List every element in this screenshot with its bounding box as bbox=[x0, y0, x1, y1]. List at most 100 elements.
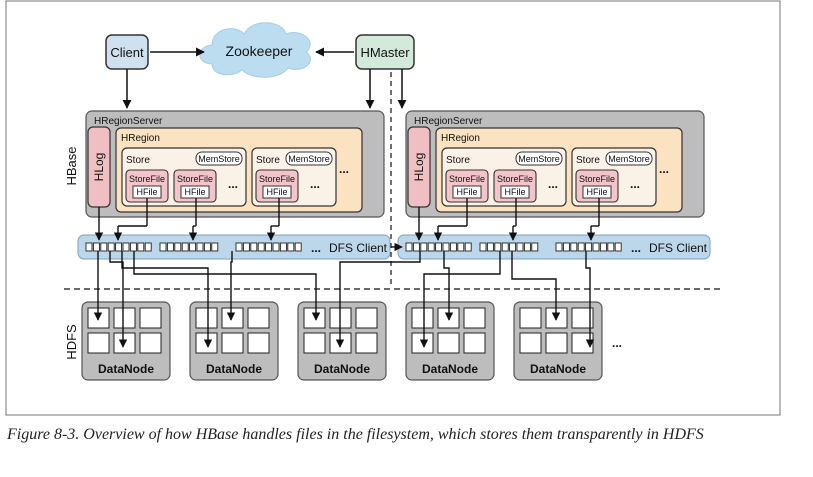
memstore-label: MemStore bbox=[608, 154, 650, 164]
datanode-label: DataNode bbox=[314, 362, 370, 376]
dfs-clients: ...DFS Client...DFS Client bbox=[77, 198, 711, 260]
memstore-pill bbox=[285, 151, 333, 166]
datanode-4: DataNode bbox=[405, 301, 495, 381]
dfs-block bbox=[85, 242, 93, 252]
datanode-3: DataNode bbox=[297, 301, 387, 381]
dfs-block bbox=[494, 242, 502, 252]
datanode-label: DataNode bbox=[206, 362, 262, 376]
dfs-to-datanode-connectors bbox=[93, 251, 595, 348]
dfs-datanode-link-5 bbox=[335, 251, 421, 348]
dfs-block bbox=[449, 242, 457, 252]
dfs-block bbox=[92, 242, 100, 252]
datanode-block bbox=[113, 307, 136, 329]
memstore-pill bbox=[605, 151, 653, 166]
dfs-block bbox=[435, 242, 443, 252]
dfs-datanode-link-4 bbox=[133, 251, 321, 321]
dfs-block bbox=[585, 242, 593, 252]
datanode-block bbox=[437, 332, 460, 354]
dfs-block bbox=[412, 242, 420, 252]
memstore-label: MemStore bbox=[198, 154, 240, 164]
dfs-block bbox=[577, 242, 585, 252]
hfile-to-dfs-connectors bbox=[94, 198, 280, 241]
dfs-block bbox=[129, 242, 137, 252]
dfs-block bbox=[107, 242, 115, 252]
store-label: Store bbox=[256, 155, 280, 166]
dfs-block bbox=[235, 242, 243, 252]
hregion-label: HRegion bbox=[121, 133, 160, 144]
hfile-label: HFile bbox=[184, 187, 205, 197]
hfile-label: HFile bbox=[266, 187, 287, 197]
hfile-label: HFile bbox=[136, 187, 157, 197]
dfs-block bbox=[442, 242, 450, 252]
datanode-label: DataNode bbox=[530, 362, 586, 376]
datanode-block bbox=[411, 332, 434, 354]
dfs-block bbox=[405, 242, 413, 252]
dfs-datanode-link-7 bbox=[419, 251, 501, 348]
top-connectors bbox=[122, 47, 407, 109]
hfile-box bbox=[262, 185, 292, 199]
store-label: Store bbox=[576, 155, 600, 166]
memstore-pill bbox=[515, 151, 563, 166]
dfs-block bbox=[257, 242, 265, 252]
dfs-more: ... bbox=[631, 241, 641, 255]
hfile-label: HFile bbox=[504, 187, 525, 197]
datanode-block bbox=[519, 307, 542, 329]
datanode-block bbox=[247, 307, 270, 329]
datanodes-more: ... bbox=[612, 336, 622, 350]
datanode-block bbox=[195, 332, 218, 354]
dfs-block bbox=[516, 242, 524, 252]
storefile-label: StoreFile bbox=[497, 174, 533, 184]
memstore-label: MemStore bbox=[518, 154, 560, 164]
dfs-block bbox=[599, 242, 607, 252]
dfs-block bbox=[159, 242, 167, 252]
dfs-client-1: ...DFS Client bbox=[77, 198, 391, 260]
dfs-block bbox=[242, 242, 250, 252]
memstore-pill bbox=[195, 151, 243, 166]
zookeeper-label: Zookeeper bbox=[226, 43, 293, 59]
storefile-label: StoreFile bbox=[177, 174, 213, 184]
dfs-block bbox=[501, 242, 509, 252]
store-more: ... bbox=[228, 177, 238, 191]
dfs-block bbox=[211, 242, 219, 252]
dfs-block bbox=[486, 242, 494, 252]
dfs-block bbox=[287, 242, 295, 252]
dfs-client-bar bbox=[77, 234, 391, 260]
datanode-block bbox=[87, 332, 110, 354]
hbase-side-label: HBase bbox=[64, 146, 79, 185]
datanode-5: DataNode bbox=[513, 301, 603, 381]
memstore-label: MemStore bbox=[288, 154, 330, 164]
dfs-block bbox=[203, 242, 211, 252]
dfs-block bbox=[122, 242, 130, 252]
datanode-block bbox=[545, 332, 568, 354]
datanode-block bbox=[303, 307, 326, 329]
dfs-block bbox=[555, 242, 563, 252]
store-more: ... bbox=[548, 177, 558, 191]
dfs-block bbox=[174, 242, 182, 252]
hfile-box bbox=[582, 185, 612, 199]
dfs-block bbox=[115, 242, 123, 252]
datanode-block bbox=[247, 332, 270, 354]
dfs-block bbox=[196, 242, 204, 252]
dfs-block bbox=[181, 242, 189, 252]
region-server-title: HRegionServer bbox=[94, 116, 163, 127]
dfs-block bbox=[570, 242, 578, 252]
client-label: Client bbox=[110, 45, 144, 60]
hmaster-box: HMaster bbox=[355, 34, 415, 70]
zookeeper-cloud: Zookeeper bbox=[199, 22, 311, 78]
dfs-block bbox=[523, 242, 531, 252]
storefile-label: StoreFile bbox=[129, 174, 165, 184]
dfs-block bbox=[294, 242, 302, 252]
client-box: Client bbox=[105, 34, 149, 70]
dfs-block bbox=[420, 242, 428, 252]
dfs-block bbox=[464, 242, 472, 252]
dfs-client-label: DFS Client bbox=[329, 241, 388, 255]
dfs-client-2: ...DFS Client bbox=[397, 198, 711, 260]
